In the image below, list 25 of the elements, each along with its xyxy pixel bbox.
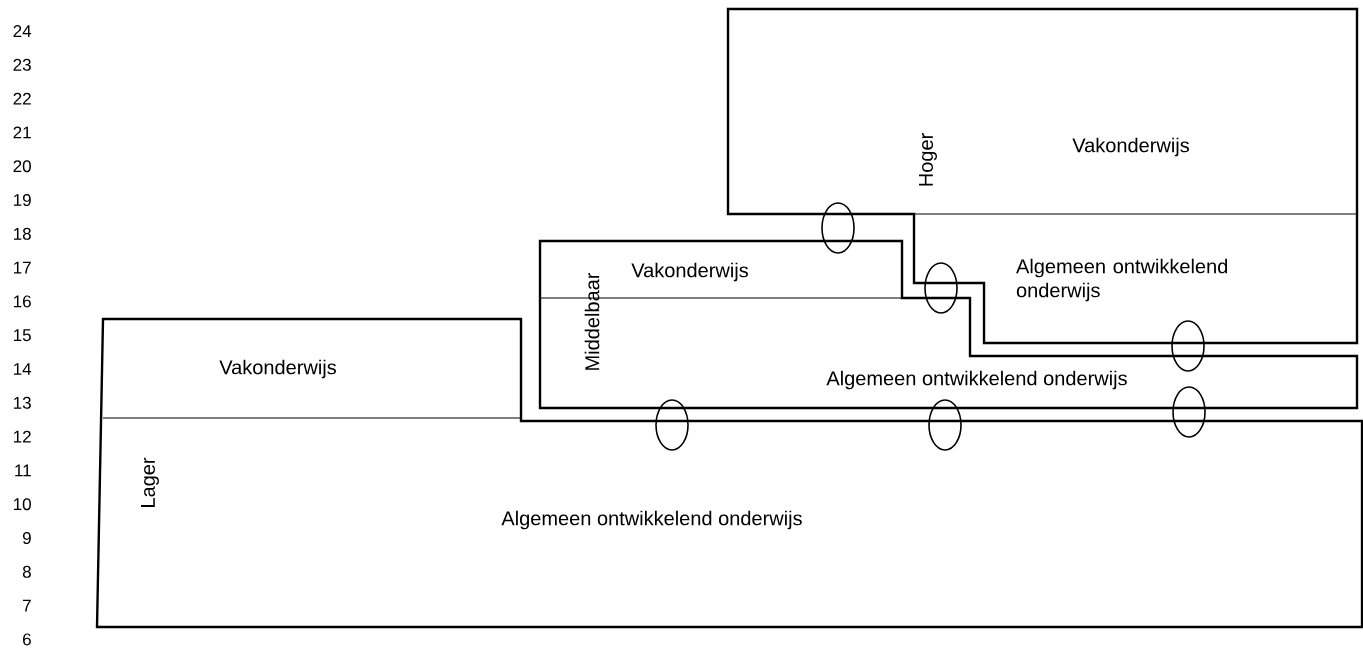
axis-number: 24 [13,25,32,37]
axis-number: 7 [23,599,31,612]
axis-number: 10 [14,498,31,511]
axis-number: 19 [14,194,31,206]
axis-number: 22 [13,92,31,105]
axis-number: 21 [13,126,31,139]
section-label: Vakonderwijs [219,359,336,379]
axis-number: 8 [22,565,31,578]
section-label: Algemeen ontwikkelend onderwijs [826,370,1127,390]
section-label: Algemeen ontwikkelend onderwijs [1016,258,1228,302]
axis-number: 20 [13,160,31,173]
section-label: Vakonderwijs [631,262,748,282]
axis-number: 9 [22,532,31,544]
axis-number: 18 [14,227,31,240]
section-label: Vakonderwijs [1072,137,1189,157]
axis-number: 23 [13,58,31,71]
axis-number: 13 [14,396,31,409]
axis-number: 15 [14,329,31,342]
axis-number: 12 [14,430,31,443]
axis-number: 6 [23,633,31,646]
axis-number: 16 [14,295,31,308]
axis-number: 11 [15,464,31,477]
axis-number: 17 [14,261,31,274]
section-label: Algemeen ontwikkelend onderwijs [501,510,802,530]
axis-number: 14 [14,363,32,375]
